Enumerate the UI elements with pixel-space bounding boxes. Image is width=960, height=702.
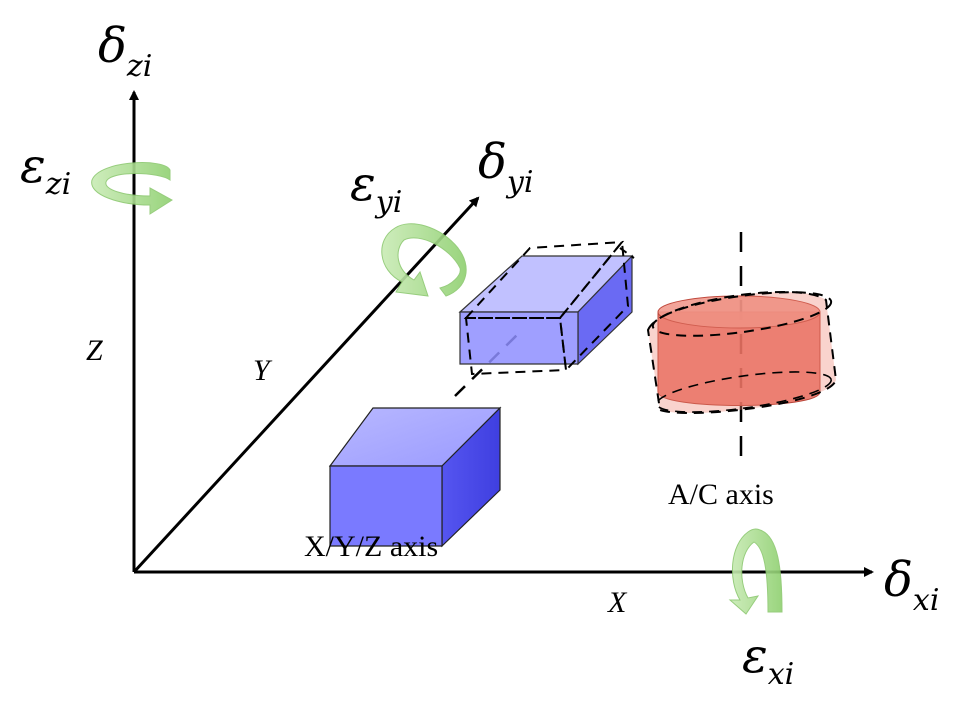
epsilon-y-symbol: εyi — [350, 156, 402, 220]
y-axis-line — [132, 196, 480, 574]
linear-axis-block — [328, 406, 502, 548]
linear-axis-caption: X/Y/Z axis — [304, 530, 438, 563]
y-axis-label: Y — [253, 354, 273, 387]
delta-y-symbol: δyi — [478, 134, 533, 200]
rotation-arrow-x-icon — [728, 528, 783, 615]
epsilon-x-symbol: εxi — [742, 628, 794, 692]
z-axis-label: Z — [86, 334, 103, 367]
x-axis-label: X — [607, 586, 628, 619]
displaced-linear-block — [458, 239, 635, 376]
epsilon-z-symbol: εzi — [20, 138, 71, 202]
rotary-axis-cylinder — [646, 232, 838, 462]
rotation-arrow-y-icon — [381, 223, 467, 297]
rotary-axis-caption: A/C axis — [668, 478, 774, 511]
delta-x-symbol: δxi — [884, 552, 939, 618]
rotation-arrow-z-icon — [91, 162, 173, 215]
delta-z-symbol: δzi — [98, 18, 152, 84]
